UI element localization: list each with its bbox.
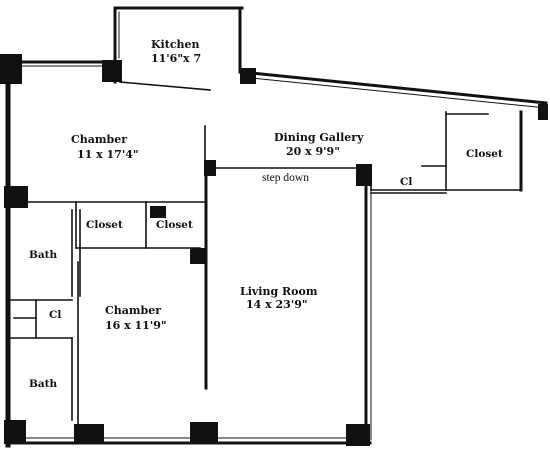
bath-top-name: Bath (29, 249, 58, 261)
column-living-top-left (204, 160, 216, 176)
living-dims: 14 x 23'9" (246, 298, 308, 311)
kitchen-dims: 11'6"x 7 (151, 52, 201, 65)
chamber-bottom-dims: 16 x 11'9" (105, 319, 167, 332)
column-closet-mid (150, 206, 166, 218)
column-living-top-right (356, 164, 372, 186)
room-labels: Kitchen 11'6"x 7 Chamber 11 x 17'4" Dini… (29, 38, 503, 390)
column-bottom-mid-left (74, 424, 104, 444)
column-left-mid (4, 186, 28, 208)
dining-name: Dining Gallery (274, 131, 364, 144)
chamber-top-dims: 11 x 17'4" (77, 148, 139, 161)
living-name: Living Room (240, 285, 318, 298)
interior-walls (7, 125, 361, 429)
column-bottom-mid (190, 422, 218, 444)
column-kitchen-right (240, 68, 256, 84)
exterior-walls (5, 6, 548, 448)
chamber-top-name: Chamber (71, 133, 127, 146)
closet-left-name: Closet (86, 219, 123, 231)
structural-columns (0, 54, 548, 446)
bath-bottom-name: Bath (29, 378, 58, 390)
kitchen-bottom-wall (119, 81, 211, 91)
cl-left-name: Cl (49, 309, 61, 321)
step-down-label: step down (262, 172, 309, 184)
chamber-bottom-name: Chamber (105, 304, 161, 317)
dining-top-wall-inner (241, 76, 547, 109)
column-kitchen-left (102, 60, 122, 82)
cl-right-name: Cl (400, 176, 412, 188)
column-top-right (538, 104, 548, 120)
column-bottom-right (346, 424, 370, 446)
dining-dims: 20 x 9'9" (286, 145, 340, 158)
column-bottom-left (4, 420, 26, 444)
dining-top-wall (240, 70, 548, 105)
kitchen-name: Kitchen (151, 38, 200, 51)
closet-right-name: Closet (466, 148, 503, 160)
column-living-mid-left (190, 248, 206, 264)
closet-mid-name: Closet (156, 219, 193, 231)
column-top-left (0, 54, 22, 84)
